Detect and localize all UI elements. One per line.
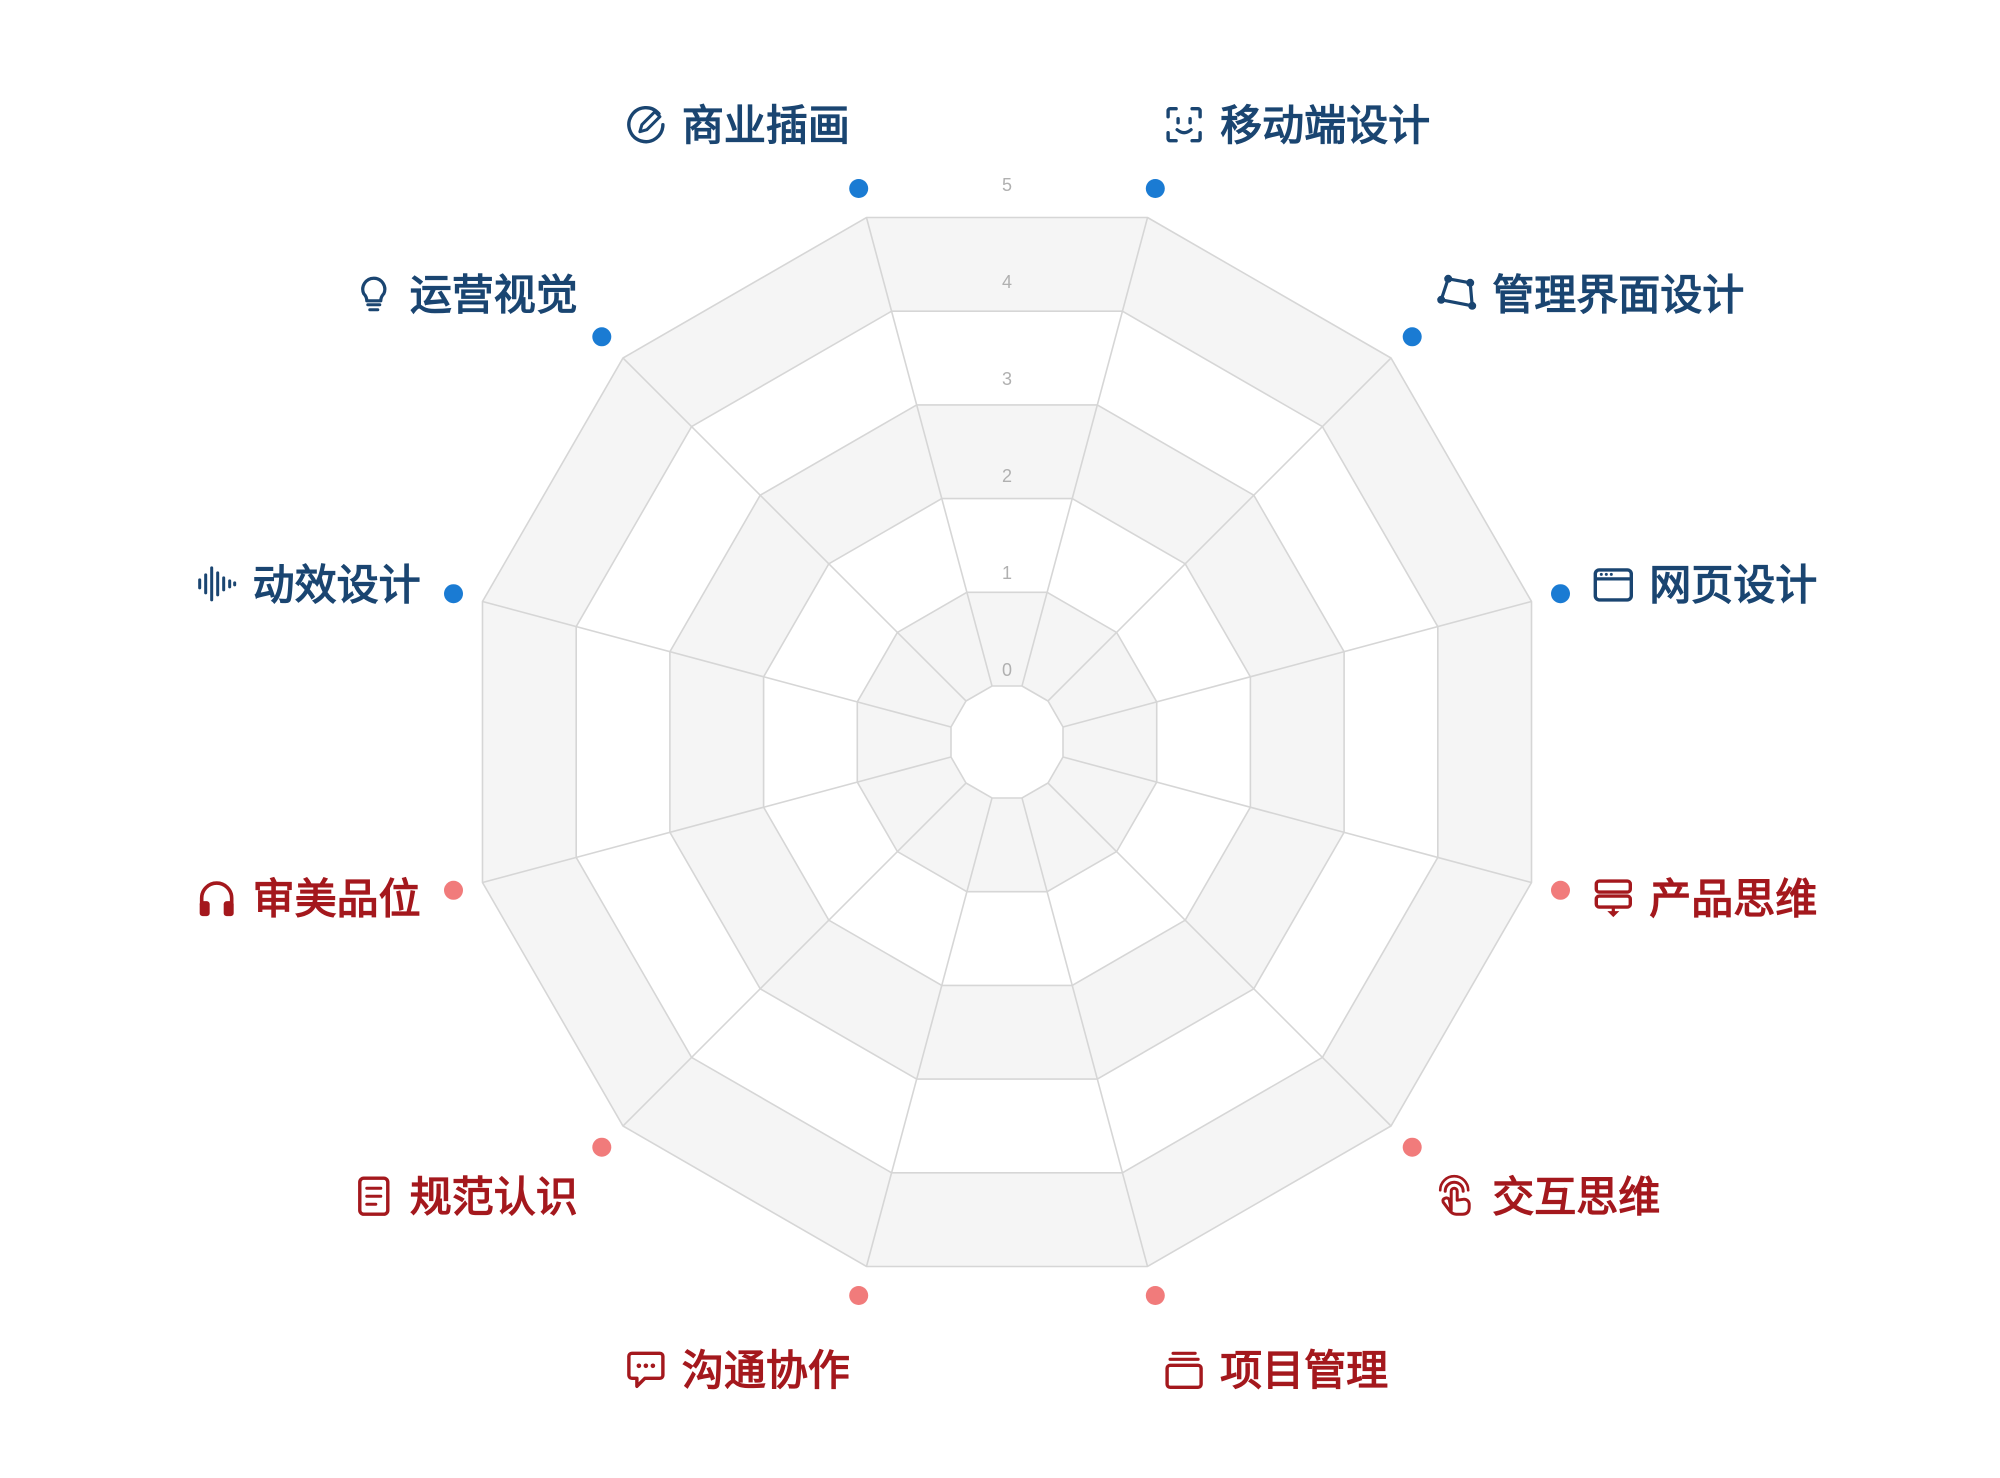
axis-marker-2 (1402, 327, 1422, 347)
axis-label-4: 产品思维 (1594, 875, 1817, 924)
axis-marker-7 (849, 1286, 869, 1305)
stacked-folders-icon (1165, 1351, 1203, 1390)
axis-label-text: 运营视觉 (410, 270, 578, 319)
axis-marker-5 (1402, 1137, 1422, 1157)
tick-label-3: 3 (1002, 369, 1012, 389)
layers-download-icon (1594, 879, 1633, 918)
spoke-1 (1021, 217, 1149, 687)
spoke-5 (1047, 782, 1392, 1127)
axis-label-10: 动效设计 (198, 560, 421, 609)
axis-label-text: 移动端设计 (1220, 101, 1430, 150)
axis-label-text: 审美品位 (253, 875, 421, 924)
spoke-7 (865, 797, 993, 1267)
axis-label-text: 沟通协作 (682, 1346, 850, 1395)
spoke-2 (1047, 357, 1392, 702)
axis-marker-9 (444, 880, 463, 900)
axis-label-9: 审美品位 (199, 875, 421, 924)
chat-bubble-icon (627, 1351, 665, 1389)
axis-marker-1 (1145, 179, 1165, 198)
tick-label-0: 0 (1002, 660, 1012, 680)
axis-label-text: 规范认识 (410, 1173, 578, 1222)
axis-marker-3 (1551, 584, 1570, 604)
audio-wave-icon (198, 566, 237, 602)
axis-marker-10 (444, 584, 463, 604)
axis-label-5: 交互思维 (1438, 1173, 1660, 1222)
spoke-6 (1021, 797, 1149, 1267)
axis-marker-11 (592, 327, 612, 347)
pencil-circle-icon (627, 106, 665, 144)
axis-label-8: 规范认识 (358, 1173, 578, 1222)
radar-tick-labels: 0 1 2 3 4 5 (1002, 175, 1012, 680)
axis-label-text: 管理界面设计 (1492, 270, 1744, 319)
document-icon (358, 1176, 390, 1216)
spoke-4 (1062, 756, 1532, 884)
spoke-12 (865, 217, 993, 687)
axis-markers (444, 179, 1570, 1305)
tick-label-4: 4 (1002, 272, 1012, 292)
face-scan-icon (1166, 106, 1202, 143)
spoke-9 (482, 756, 952, 884)
vector-polygon-icon (1437, 274, 1477, 310)
spoke-3 (1062, 600, 1532, 728)
grid-ring-0 (950, 685, 1064, 799)
headphones-icon (199, 881, 234, 917)
tick-label-1: 1 (1002, 563, 1012, 583)
axis-label-text: 商业插画 (682, 101, 850, 150)
browser-window-icon (1593, 568, 1634, 602)
axis-label-2: 管理界面设计 (1437, 270, 1744, 319)
axis-label-3: 网页设计 (1593, 560, 1817, 609)
axis-label-text: 项目管理 (1220, 1346, 1388, 1395)
axis-label-6: 项目管理 (1165, 1346, 1388, 1395)
spoke-11 (622, 357, 967, 702)
axis-marker-6 (1145, 1286, 1165, 1305)
axis-label-text: 产品思维 (1649, 875, 1817, 924)
axis-label-11: 运营视觉 (361, 270, 578, 319)
axis-label-7: 沟通协作 (627, 1346, 850, 1395)
tick-label-2: 2 (1002, 466, 1012, 486)
axis-label-1: 移动端设计 (1166, 101, 1430, 150)
spoke-10 (482, 600, 952, 728)
tick-label-5: 5 (1002, 175, 1012, 195)
axis-label-text: 交互思维 (1492, 1173, 1660, 1222)
axis-label-text: 动效设计 (253, 560, 421, 609)
axis-marker-4 (1551, 880, 1570, 900)
axis-marker-8 (592, 1137, 612, 1157)
axis-label-12: 商业插画 (627, 101, 850, 150)
axis-label-text: 网页设计 (1649, 560, 1817, 609)
hand-pointer-icon (1438, 1174, 1471, 1216)
lightbulb-icon (361, 276, 387, 312)
spoke-8 (622, 782, 967, 1127)
radar-spokes (482, 217, 1532, 1267)
axis-marker-12 (849, 179, 869, 198)
